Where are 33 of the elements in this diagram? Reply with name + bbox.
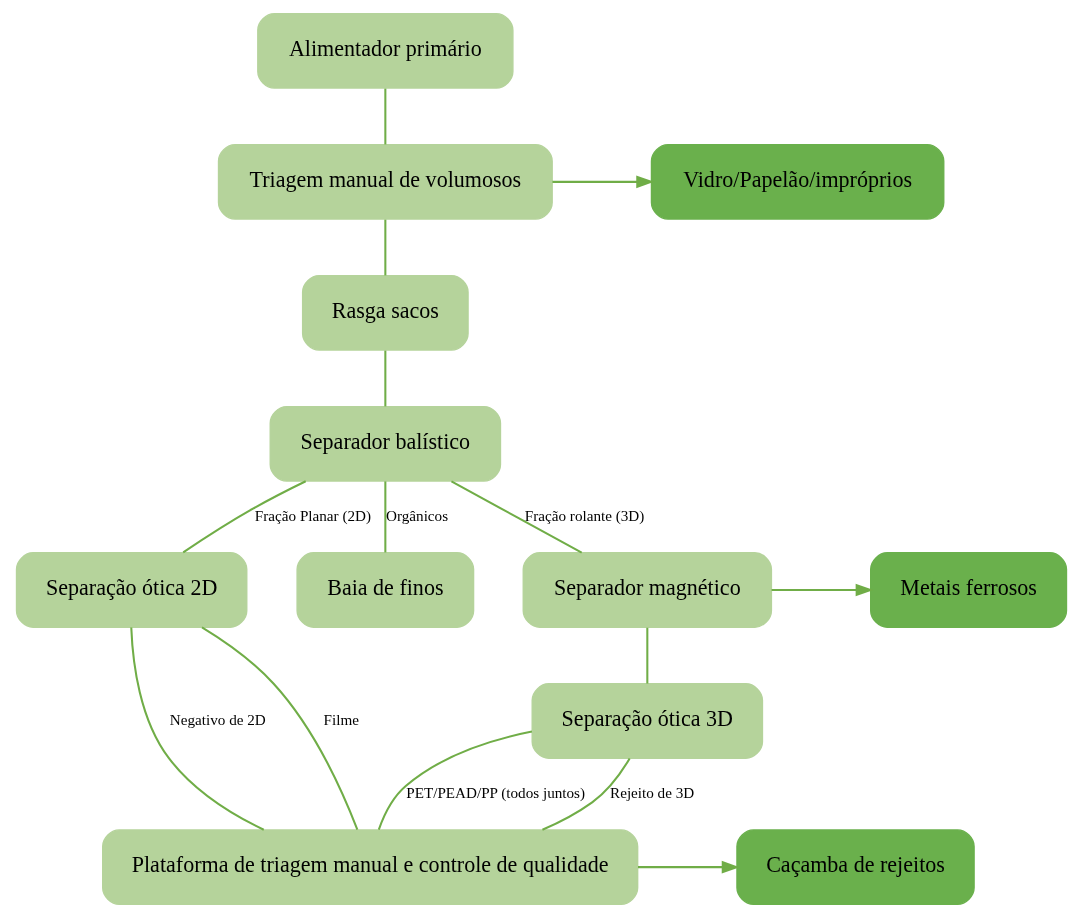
connector — [450, 480, 582, 554]
node-box: Separação ótica 2D — [15, 552, 247, 628]
arrow — [771, 583, 874, 597]
edge-label: PET/PEAD/PP (todos juntos) — [405, 783, 585, 801]
edge-label: Orgânicos — [385, 506, 448, 524]
connector — [383, 481, 386, 553]
node-box: Separador magnético — [522, 552, 772, 628]
connector — [377, 730, 532, 830]
node-box: Triagem manual de volumosos — [217, 143, 553, 220]
connector — [182, 480, 306, 554]
connector — [383, 350, 386, 407]
node-box: Caçamba de rejeitos — [735, 829, 975, 906]
edge-label: Rejeito de 3D — [609, 783, 694, 801]
edge-label: Fração Planar (2D) — [254, 506, 371, 524]
arrow — [551, 175, 654, 189]
node-box: Metais ferrosos — [869, 552, 1067, 628]
node-box: Separador balístico — [269, 405, 501, 482]
node-box: Baia de finos — [295, 552, 474, 628]
connector — [200, 626, 358, 830]
node-box: Rasga sacos — [301, 274, 469, 351]
arrow — [637, 860, 740, 874]
edge-label: Filme — [323, 710, 359, 728]
connector — [129, 627, 264, 831]
node-box: Vidro/Papelão/impróprios — [650, 143, 944, 220]
node-box: Separação ótica 3D — [531, 683, 763, 759]
edge-label: Negativo de 2D — [169, 710, 266, 728]
connector — [541, 758, 631, 831]
edge-label: Fração rolante (3D) — [524, 506, 644, 524]
connector — [645, 627, 648, 684]
node-box: Alimentador primário — [256, 12, 514, 89]
connector — [383, 219, 386, 276]
connector — [383, 88, 386, 145]
node-box: Plataforma de triagem manual e controle de qualidade — [101, 829, 638, 906]
